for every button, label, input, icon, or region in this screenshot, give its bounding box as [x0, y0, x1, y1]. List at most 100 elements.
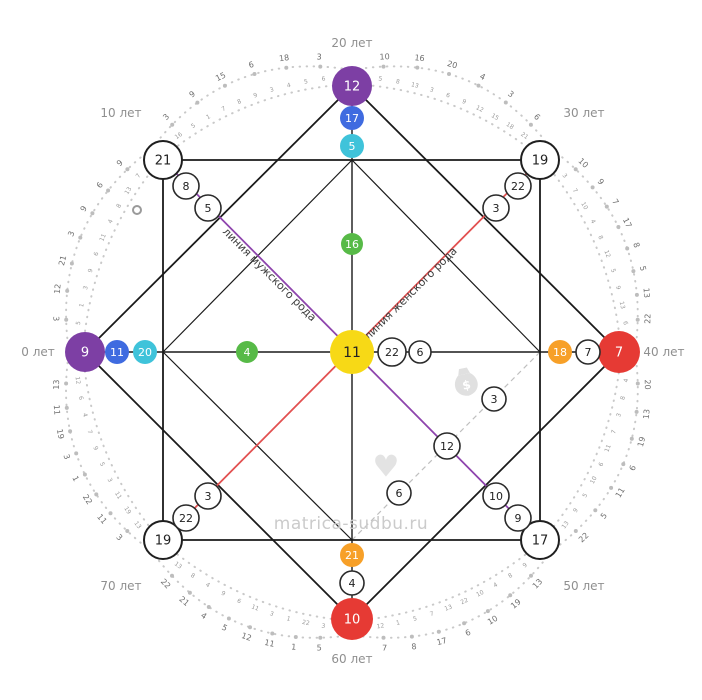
age60-main-value: 10 — [344, 613, 361, 628]
age50-main-circle — [520, 520, 560, 560]
edge-mark-outer: 11 — [614, 486, 627, 499]
edge-mark-inner: 9 — [87, 268, 95, 274]
age-label-10: 10 лет — [100, 106, 141, 120]
edge-mark-inner: 1 — [286, 615, 292, 623]
edge-mark-inner: 4 — [589, 218, 597, 225]
edge-mark-outer: 9 — [188, 89, 197, 99]
edge-mark-outer: 12 — [53, 283, 63, 294]
male-line-top-2-value: 5 — [205, 202, 212, 215]
female-line-bottom-1-value: 22 — [179, 512, 193, 525]
age-dot — [187, 590, 192, 595]
edge-mark-inner: 8 — [507, 572, 514, 580]
edge-mark-inner: 9 — [253, 92, 259, 100]
edge-mark-inner: 9 — [91, 445, 99, 451]
age-dot — [635, 381, 640, 386]
age-dot — [485, 609, 490, 614]
age-dot — [634, 409, 639, 414]
node-age70-main: 19 — [143, 520, 183, 560]
age-dot — [248, 625, 252, 630]
node-money-line-node: 3 — [481, 386, 507, 412]
node-age0-main: 9 — [65, 332, 105, 372]
node-age40-karma-1: 18 — [548, 340, 572, 364]
age-dot — [284, 65, 289, 70]
node-age60-main: 10 — [331, 598, 373, 640]
edge-mark-inner: 11 — [98, 233, 108, 243]
money-bag-body — [454, 372, 478, 396]
age-dot — [125, 529, 130, 533]
edge-mark-inner: 9 — [614, 285, 622, 291]
male-line-bottom-1-circle — [504, 504, 532, 532]
heart-icon: ♥ — [373, 450, 400, 485]
male-line-bottom-2-circle — [482, 482, 510, 510]
age-dot — [635, 317, 640, 322]
age40-main-circle — [598, 331, 640, 373]
money-line-node-circle — [481, 386, 507, 412]
edge-mark-inner: 5 — [190, 122, 197, 130]
edge-mark-inner: 6 — [93, 251, 101, 257]
edge-mark-outer: 21 — [177, 595, 191, 608]
edge-mark-inner: 5 — [75, 321, 83, 326]
age-dot — [222, 83, 227, 88]
edge-mark-inner: 4 — [107, 218, 115, 225]
edge-mark-inner: 10 — [579, 201, 589, 211]
edge-mark-outer: 6 — [532, 112, 542, 122]
edge-mark-inner: 4 — [623, 378, 631, 383]
age-label-30: 30 лет — [563, 106, 604, 120]
edge-mark-outer: 5 — [317, 643, 322, 652]
money-bag-icon: $ — [454, 367, 478, 396]
edge-mark-inner: 1 — [395, 619, 400, 627]
edge-mark-outer: 16 — [414, 53, 425, 63]
edge-mark-inner: 5 — [412, 615, 418, 623]
age40-karma-1-circle — [548, 340, 572, 364]
edge-mark-inner: 6 — [77, 395, 85, 400]
age-dot — [621, 462, 626, 467]
diagonal-mid-node-value: 12 — [440, 440, 454, 453]
edge-mark-inner: 6 — [445, 92, 451, 100]
edge-mark-outer: 12 — [240, 631, 253, 643]
age-dot — [94, 492, 99, 497]
edge-mark-inner: 13 — [410, 81, 419, 90]
age-dot — [604, 204, 609, 209]
edge-mark-inner: 5 — [378, 75, 383, 82]
green-horizontal-circle — [236, 341, 258, 363]
age-label-50: 50 лет — [563, 579, 604, 593]
arc-age50-age60-inner-dotted — [351, 540, 543, 622]
age-dot — [590, 185, 595, 190]
age40-karma-2-circle — [575, 339, 601, 365]
edge-mark-inner: 22 — [460, 597, 470, 607]
edge-mark-outer: 4 — [478, 72, 487, 82]
age60-karma-2-value: 4 — [349, 577, 356, 590]
arc-age60-age70-inner-dotted — [160, 540, 353, 622]
diamond-edge-0-20 — [84, 85, 353, 353]
age-dot — [631, 269, 636, 274]
edge-mark-inner: 12 — [73, 376, 81, 385]
edge-mark-inner: 4 — [81, 412, 89, 418]
edge-mark-inner: 6 — [597, 461, 605, 468]
edge-mark-outer: 17 — [621, 216, 634, 229]
age-dot — [593, 508, 598, 513]
edge-mark-inner: 12 — [602, 249, 611, 259]
age-dot — [447, 72, 451, 76]
edge-mark-inner: 7 — [571, 187, 579, 194]
male-line-top-2-circle — [194, 194, 222, 222]
edge-mark-outer: 21 — [57, 255, 68, 267]
node-age20-karma-1: 17 — [340, 106, 364, 130]
node-green-horizontal: 4 — [236, 341, 258, 363]
node-age30-main: 19 — [520, 140, 560, 180]
edge-mark-inner: 3 — [429, 86, 435, 94]
edge-mark-outer: 3 — [161, 112, 171, 122]
edge-mark-outer: 1 — [70, 474, 80, 483]
age0-main-value: 9 — [81, 346, 89, 361]
age-dot — [206, 605, 211, 609]
age-label-0: 0 лет — [21, 345, 55, 359]
age70-main-circle — [143, 520, 183, 560]
edge-mark-inner: 4 — [204, 581, 211, 589]
age-dot — [634, 292, 639, 297]
edge-mark-inner: 13 — [560, 520, 570, 530]
arc-age70-age0-inner-dotted — [82, 351, 163, 543]
edge-mark-outer: 6 — [628, 464, 638, 472]
green-vertical-value: 16 — [345, 238, 359, 251]
edge-mark-inner: 3 — [561, 172, 569, 179]
age-dot — [381, 635, 386, 640]
age-dot — [78, 235, 83, 240]
